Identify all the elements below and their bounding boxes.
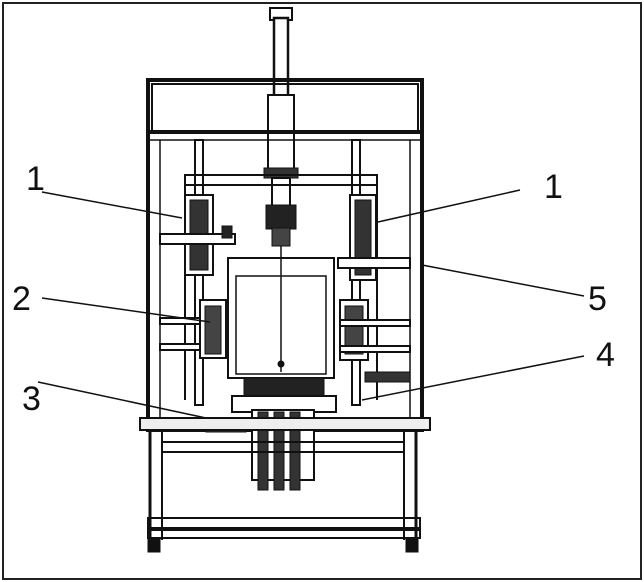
left-side-clamp xyxy=(159,299,229,359)
right-side-clamp xyxy=(339,299,411,383)
callout-right-5: 5 xyxy=(588,280,607,318)
callout-left-2: 2 xyxy=(12,280,31,318)
workpiece-box xyxy=(227,246,335,379)
top-cylinder xyxy=(263,7,299,247)
callout-right-1: 1 xyxy=(544,168,563,206)
base-table xyxy=(139,417,431,553)
callout-left-3: 3 xyxy=(22,380,41,418)
bottom-lift-mechanism xyxy=(205,377,337,491)
leader-lines xyxy=(37,189,585,419)
right-clamp-assembly xyxy=(337,194,411,281)
callout-left-1: 1 xyxy=(26,160,45,198)
callout-right-4: 4 xyxy=(596,336,615,374)
left-clamp-assembly xyxy=(159,194,236,276)
